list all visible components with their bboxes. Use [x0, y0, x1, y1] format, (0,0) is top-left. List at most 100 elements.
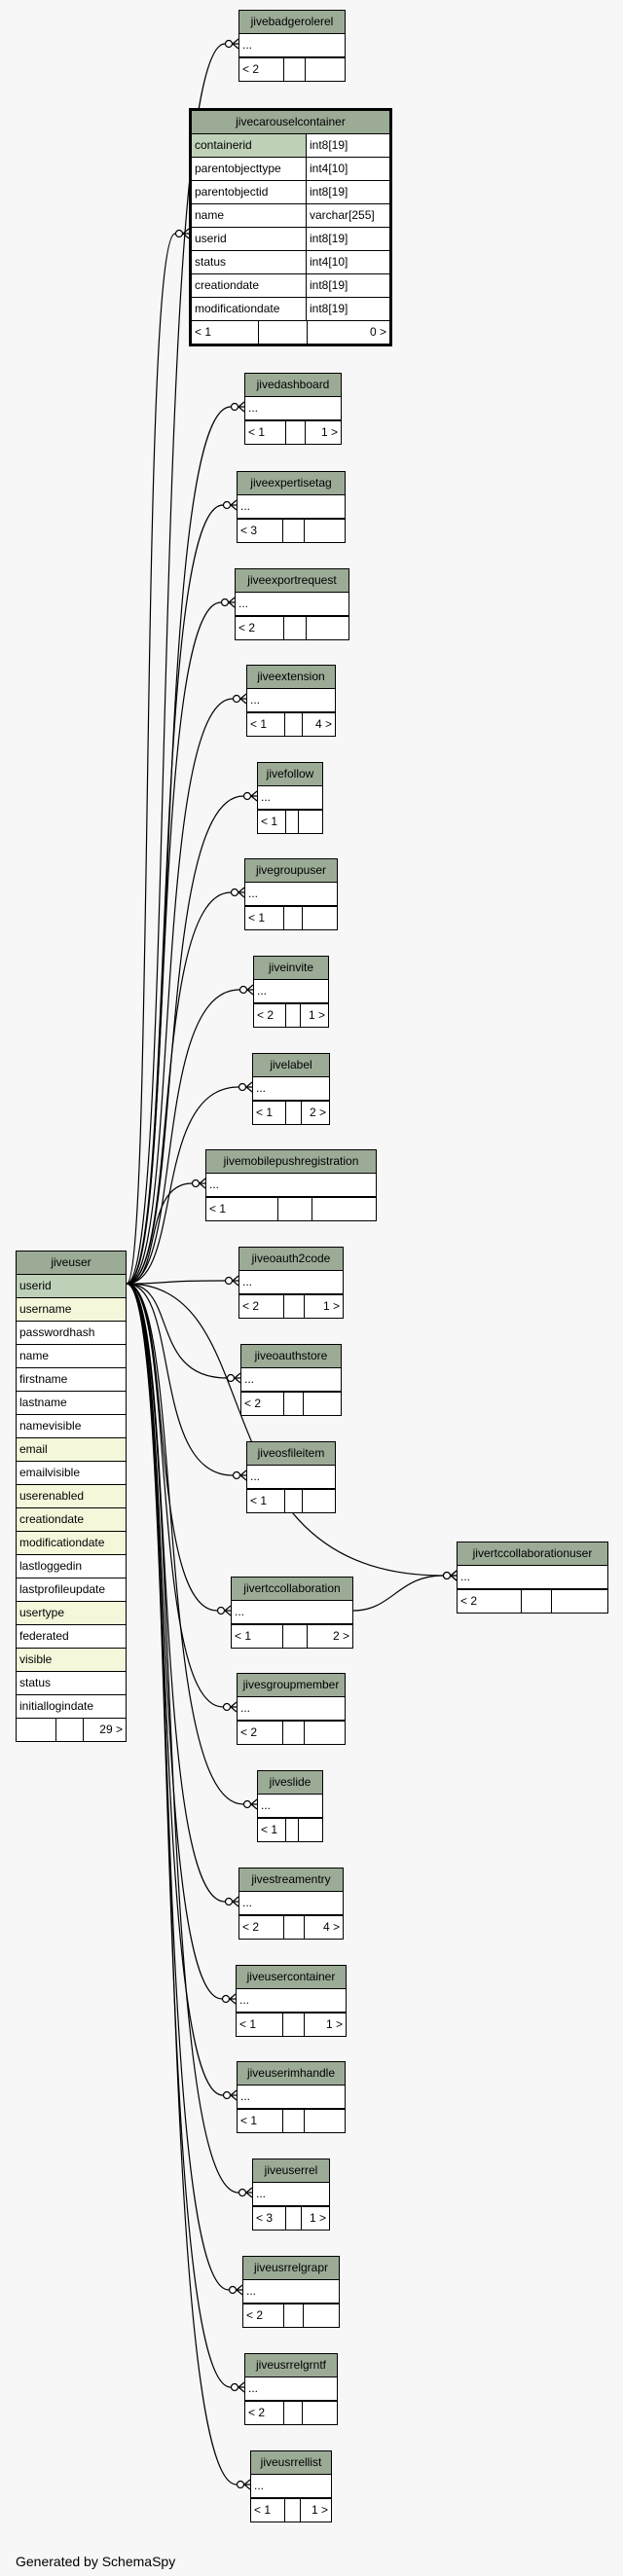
footer-parents: < 2 — [242, 1920, 260, 1934]
collapsed-columns: ... — [209, 1178, 220, 1191]
table-jiveosfileitem[interactable]: jiveosfileitem...< 1 — [246, 1441, 336, 1513]
footer-rows — [283, 1295, 304, 1318]
column-row[interactable]: ... — [206, 1174, 376, 1197]
footer-rows — [282, 2014, 304, 2036]
column-row[interactable]: passwordhash — [17, 1322, 126, 1345]
table-jiveexportrequest[interactable]: jiveexportrequest...< 2 — [235, 568, 349, 640]
column-row[interactable]: modificationdate — [17, 1532, 126, 1555]
column-row[interactable]: ... — [254, 980, 328, 1003]
column-row[interactable]: ... — [238, 1697, 345, 1721]
column-row[interactable]: ... — [245, 2377, 337, 2401]
column-type: int8[19] — [306, 181, 389, 203]
column-row[interactable]: ... — [239, 1271, 343, 1294]
column-row[interactable]: ... — [253, 1077, 329, 1101]
edge-jiveusrrelgrapr — [126, 1283, 242, 2291]
column-row[interactable]: firstname — [17, 1368, 126, 1392]
footer-rows — [521, 1590, 551, 1613]
column-row[interactable]: creationdate — [17, 1508, 126, 1532]
table-jivertccollaborationuser[interactable]: jivertccollaborationuser...< 2 — [457, 1542, 608, 1614]
column-row[interactable]: visible — [17, 1649, 126, 1672]
table-jiveusrrelgrapr[interactable]: jiveusrrelgrapr...< 2 — [242, 2256, 340, 2328]
column-row[interactable]: namevisible — [17, 1415, 126, 1438]
crowfoot-jiveuserimhandle — [222, 2089, 238, 2101]
table-footer: < 2 — [245, 2401, 337, 2424]
column-row[interactable]: ... — [243, 2280, 339, 2304]
column-row[interactable]: initiallogindate — [17, 1695, 126, 1718]
column-row[interactable]: ... — [238, 2086, 345, 2109]
column-row[interactable]: ... — [241, 1368, 341, 1392]
column-name: lastprofileupdate — [19, 1582, 106, 1596]
footer-children — [298, 811, 322, 833]
column-row[interactable]: ... — [258, 786, 322, 810]
column-row[interactable]: ... — [232, 1601, 352, 1624]
table-jiveexpertisetag[interactable]: jiveexpertisetag...< 3 — [237, 471, 346, 543]
column-row[interactable]: ... — [247, 1466, 335, 1489]
column-row[interactable]: ... — [239, 1892, 343, 1915]
table-jivesgroupmember[interactable]: jivesgroupmember...< 2 — [237, 1673, 346, 1745]
table-header: jiveexpertisetag — [238, 472, 345, 495]
column-row[interactable]: ... — [251, 2475, 331, 2498]
footer-children: 1 > — [305, 421, 341, 444]
footer-parents: < 2 — [248, 2406, 266, 2419]
footer-rows — [282, 2110, 304, 2132]
table-header: jivestreamentry — [239, 1869, 343, 1892]
column-row[interactable]: ... — [253, 2183, 329, 2206]
column-row[interactable]: ... — [239, 34, 345, 57]
column-name: name — [19, 1349, 50, 1362]
column-type: int8[19] — [306, 134, 389, 157]
column-row[interactable]: lastname — [17, 1392, 126, 1415]
column-row[interactable]: ... — [258, 1795, 322, 1818]
table-jiveuserimhandle[interactable]: jiveuserimhandle...< 1 — [237, 2061, 346, 2133]
column-row[interactable]: ... — [237, 1989, 346, 2013]
column-row[interactable]: username — [17, 1298, 126, 1322]
table-jivefollow[interactable]: jivefollow...< 1 — [257, 762, 323, 834]
column-row[interactable]: lastprofileupdate — [17, 1578, 126, 1602]
table-jiveusrrelgrntf[interactable]: jiveusrrelgrntf...< 2 — [244, 2353, 338, 2425]
column-row[interactable]: userid — [17, 1275, 126, 1298]
column-row[interactable]: ... — [245, 397, 341, 420]
column-row[interactable]: email — [17, 1438, 126, 1462]
column-row[interactable]: emailvisible — [17, 1462, 126, 1485]
footer-rows — [282, 1625, 307, 1648]
column-row[interactable]: ... — [236, 593, 348, 616]
crowfoot-jiveosfileitem — [232, 1469, 247, 1481]
column-row[interactable]: ... — [458, 1566, 607, 1589]
column-row[interactable]: federated — [17, 1625, 126, 1649]
column-row[interactable]: ... — [247, 689, 335, 712]
table-jiveslide[interactable]: jiveslide...< 1 — [257, 1770, 323, 1842]
table-jivemobilepushregistration[interactable]: jivemobilepushregistration...< 1 — [205, 1149, 377, 1221]
column-row[interactable]: ... — [238, 495, 345, 519]
column-row[interactable]: name — [17, 1345, 126, 1368]
column-row[interactable]: status — [17, 1672, 126, 1695]
table-jivebadgerolerel[interactable]: jivebadgerolerel...< 2 — [238, 10, 346, 82]
column-row[interactable]: usertype — [17, 1602, 126, 1625]
table-jivegroupuser[interactable]: jivegroupuser...< 1 — [244, 858, 338, 930]
column-row[interactable]: ... — [245, 883, 337, 906]
collapsed-columns: ... — [248, 401, 259, 415]
table-jiveoauthstore[interactable]: jiveoauthstore...< 2 — [240, 1344, 342, 1416]
column-row[interactable]: lastloggedin — [17, 1555, 126, 1578]
column-row[interactable]: userenabled — [17, 1485, 126, 1508]
table-header: jiveextension — [247, 666, 335, 689]
